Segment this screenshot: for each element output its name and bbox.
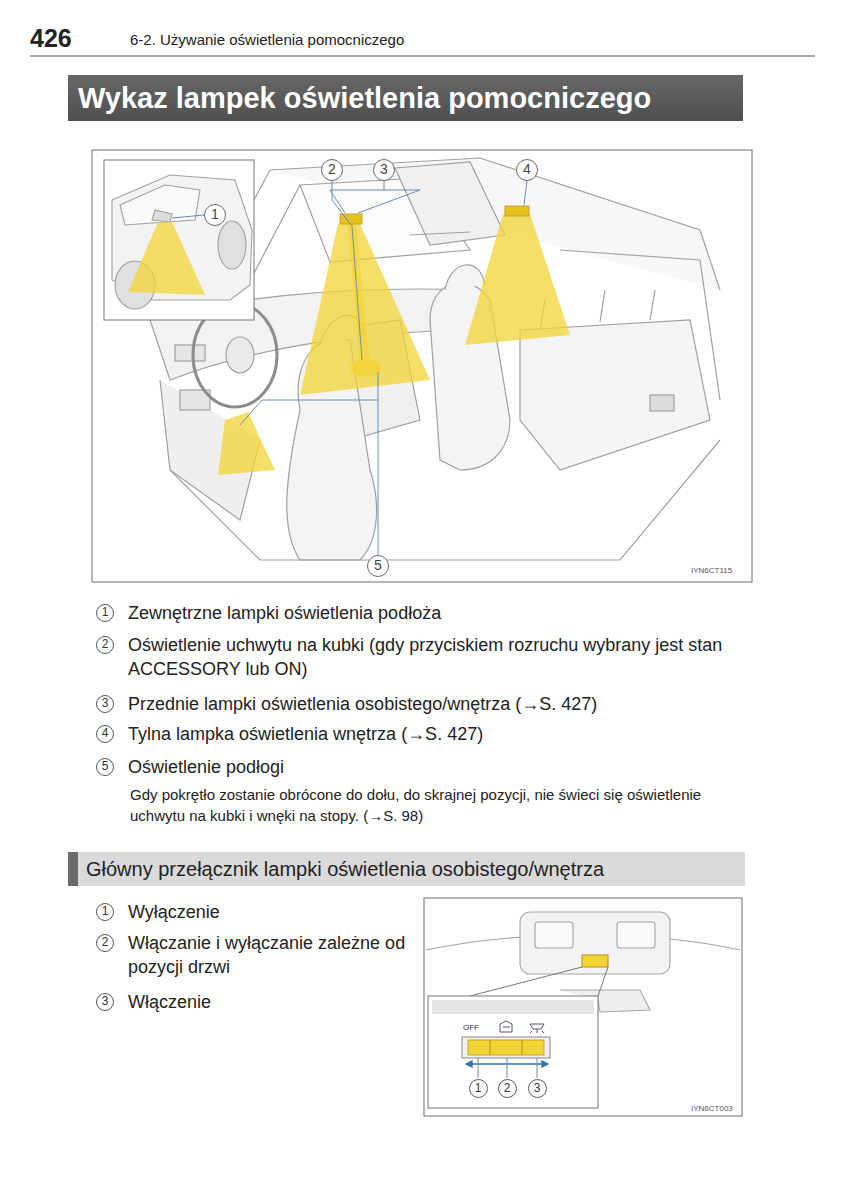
illustration-part xyxy=(218,221,246,269)
leader-line xyxy=(537,1058,538,1078)
title-band: Wykaz lampek oświetlenia pomocniczego xyxy=(68,75,743,121)
figure-frame xyxy=(92,150,752,582)
switch-marking: OFF xyxy=(463,1023,479,1032)
door-icon xyxy=(500,1021,512,1032)
list-item: Oświetlenie podłogi xyxy=(128,755,728,779)
illustration-part xyxy=(226,337,254,373)
callout-number: 2 xyxy=(498,1079,517,1098)
list-number: 1 xyxy=(96,903,114,921)
leader-line xyxy=(358,190,420,213)
list-item: Włączenie xyxy=(128,990,413,1014)
callout-number: 1 xyxy=(204,204,226,226)
illustration-part xyxy=(470,967,582,996)
list-number: 3 xyxy=(96,695,114,713)
page-number: 426 xyxy=(30,24,72,53)
list-item: Oświetlenie uchwytu na kubki (gdy przyci… xyxy=(128,633,728,681)
list-item: Zewnętrzne lampki oświetlenia podłoża xyxy=(128,601,728,625)
illustration-part xyxy=(520,912,670,974)
illustration-part xyxy=(598,967,608,996)
switch-body xyxy=(462,1037,550,1058)
leader-line xyxy=(172,215,204,218)
illustration-part xyxy=(445,265,485,290)
illustration-part xyxy=(560,250,720,400)
floor-light xyxy=(218,412,275,475)
leader-line xyxy=(384,181,385,190)
illustration-part xyxy=(466,1061,472,1067)
illustration-part xyxy=(503,1027,510,1028)
leader-line xyxy=(524,181,527,205)
leader-line xyxy=(507,1058,508,1078)
switch-detent xyxy=(490,1040,491,1055)
cupholder-beam xyxy=(348,224,370,368)
illustration-part xyxy=(542,1031,544,1033)
section-heading: Główny przełącznik lampki oświetlenia os… xyxy=(86,852,735,886)
figure-frame xyxy=(424,898,742,1116)
leader-line xyxy=(240,400,378,425)
callout-number: 5 xyxy=(367,555,389,577)
puddle-light xyxy=(128,222,205,295)
figure-code: IYN6CT115 xyxy=(690,566,733,575)
list-item: Przednie lampki oświetlenia osobistego/w… xyxy=(128,692,728,716)
illustration-part xyxy=(500,1021,512,1032)
illustration-part xyxy=(535,922,573,948)
illustration-part xyxy=(530,1031,532,1033)
leader-line xyxy=(330,190,420,191)
list-item: Tylna lampka oświetlenia wnętrza (→S. 42… xyxy=(128,722,728,746)
illustration-part xyxy=(650,395,674,411)
rear-lamp xyxy=(505,206,529,216)
leader-line xyxy=(478,1058,479,1078)
illustration-part xyxy=(530,1024,544,1029)
illustration-part xyxy=(120,185,200,225)
leader-line xyxy=(378,372,379,555)
illustration-part xyxy=(175,345,205,361)
inset-ground xyxy=(432,1000,594,1014)
illustration-part xyxy=(520,320,710,470)
leader-line xyxy=(330,190,345,213)
list-item: Wyłączenie xyxy=(128,900,413,924)
illustration-part xyxy=(542,1061,548,1067)
list-number: 1 xyxy=(96,604,114,622)
list-item: Włączanie i wyłączanie zależne od pozycj… xyxy=(128,931,413,979)
rear-lamp-beam xyxy=(465,214,570,345)
cupholder-glow xyxy=(350,359,382,377)
illustration-part xyxy=(152,210,172,222)
callout-number: 1 xyxy=(469,1079,488,1098)
inset-frame xyxy=(104,160,254,320)
page-title: Wykaz lampek oświetlenia pomocniczego xyxy=(78,75,733,121)
switch-inset xyxy=(428,996,598,1108)
car-exterior xyxy=(112,175,252,309)
callout-number: 2 xyxy=(321,159,343,181)
figure-code: IYN6CT003 xyxy=(690,1104,734,1113)
switch-knob xyxy=(468,1040,544,1055)
list-number: 3 xyxy=(96,993,114,1011)
callout-number: 3 xyxy=(528,1079,547,1098)
illustration-part xyxy=(112,175,252,300)
section-heading-band: Główny przełącznik lampki oświetlenia os… xyxy=(68,852,745,886)
list-number: 2 xyxy=(96,934,114,952)
lamp-icon xyxy=(530,1024,544,1033)
list-number: 5 xyxy=(96,758,114,776)
running-header: 6-2. Używanie oświetlenia pomocniczego xyxy=(130,31,404,48)
note-text: Gdy pokrętło zostanie obrócone do dołu, … xyxy=(130,784,745,826)
illustration-part xyxy=(617,922,655,948)
front-lamp-beam xyxy=(300,224,430,395)
header-rule xyxy=(30,55,815,57)
illustration-part xyxy=(410,232,470,235)
illustration-part xyxy=(582,955,608,967)
leader-line xyxy=(332,181,362,360)
illustration-part xyxy=(537,1029,538,1033)
list-number: 2 xyxy=(96,636,114,654)
callout-number: 4 xyxy=(516,159,538,181)
light-beams xyxy=(128,214,570,475)
zoom-lines xyxy=(470,967,608,996)
list-number: 4 xyxy=(96,725,114,743)
callout-number: 3 xyxy=(373,159,395,181)
illustration-part xyxy=(395,162,505,245)
switch-detent xyxy=(522,1040,523,1055)
